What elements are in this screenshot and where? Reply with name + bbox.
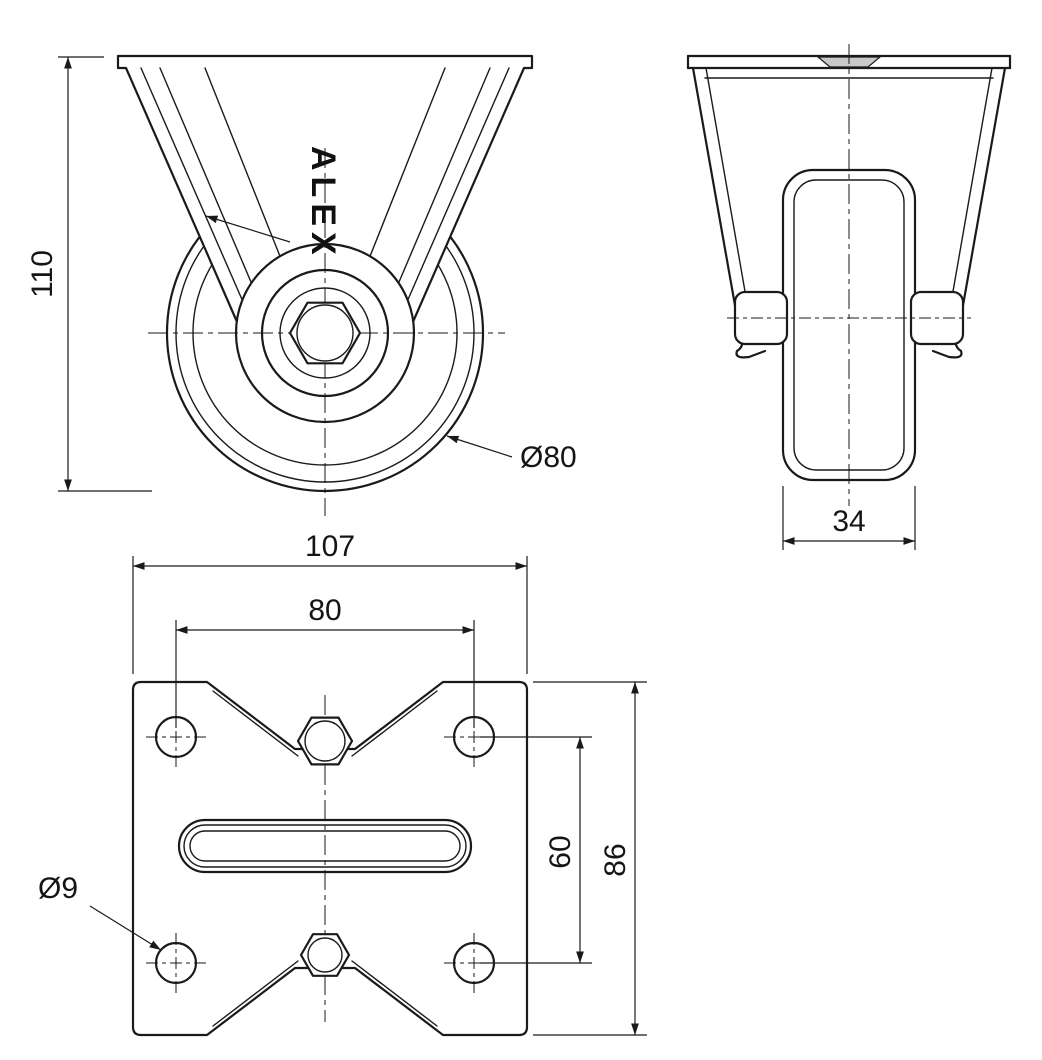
leader-line <box>89 905 162 951</box>
central-slot-inner <box>189 830 461 862</box>
central-slot-mid <box>183 824 467 868</box>
axle-hex-bolt <box>288 301 362 365</box>
dim-plate-height: 86 <box>533 681 647 1036</box>
fork-fold-line <box>381 67 491 323</box>
dim-bolt-spacing-height-label: 60 <box>544 835 577 868</box>
dim-bolt-spacing-width-label: 80 <box>308 594 341 627</box>
dim-bolt-spacing-width: 80 <box>175 594 475 728</box>
dim-plate-width: 107 <box>132 530 528 674</box>
dim-plate-width-label: 107 <box>305 530 355 563</box>
dim-bolt-spacing-height: 60 <box>480 736 592 964</box>
top-hex-bolt <box>296 716 354 766</box>
mounting-plate-outline <box>131 680 529 1037</box>
dim-front-height: 110 <box>26 56 152 492</box>
front-view: ALEX 110 Ø80 <box>26 54 577 516</box>
axle-bolt-circle <box>296 304 354 362</box>
leader-line <box>446 435 513 458</box>
bend-line <box>212 960 299 1027</box>
bend-line <box>351 690 438 757</box>
dim-wheel-diameter-label: Ø80 <box>520 441 577 474</box>
fork-fold-line <box>140 67 255 328</box>
central-slot-outer <box>177 818 473 874</box>
bracket-left-inner <box>705 67 751 321</box>
side-view: 34 <box>686 44 1012 550</box>
plan-view: 107 80 60 86 Ø9 <box>38 530 647 1037</box>
bracket-left-edge <box>691 66 741 330</box>
bend-line <box>351 960 438 1027</box>
fork-fold-line <box>159 67 269 323</box>
dim-wheel-diameter: Ø80 <box>446 435 577 474</box>
top-bolt-circle <box>304 720 346 762</box>
brand-leader-arrow <box>205 215 291 243</box>
dim-wheel-width: 34 <box>782 486 916 550</box>
dim-plate-height-label: 86 <box>599 843 632 876</box>
dim-front-height-label: 110 <box>26 250 59 298</box>
dim-hole-diameter-label: Ø9 <box>38 872 78 905</box>
bottom-bolt-circle <box>307 937 343 973</box>
bracket-right-inner <box>947 67 993 321</box>
bracket-right-edge <box>957 66 1007 330</box>
dim-hole-diameter: Ø9 <box>38 872 162 951</box>
bottom-hex-bolt <box>299 933 351 977</box>
brand-text: ALEX <box>304 146 342 261</box>
hole-centerlines <box>146 933 206 993</box>
bend-line <box>212 690 299 757</box>
dim-wheel-width-label: 34 <box>832 505 865 538</box>
fork-fold-line <box>395 67 510 328</box>
